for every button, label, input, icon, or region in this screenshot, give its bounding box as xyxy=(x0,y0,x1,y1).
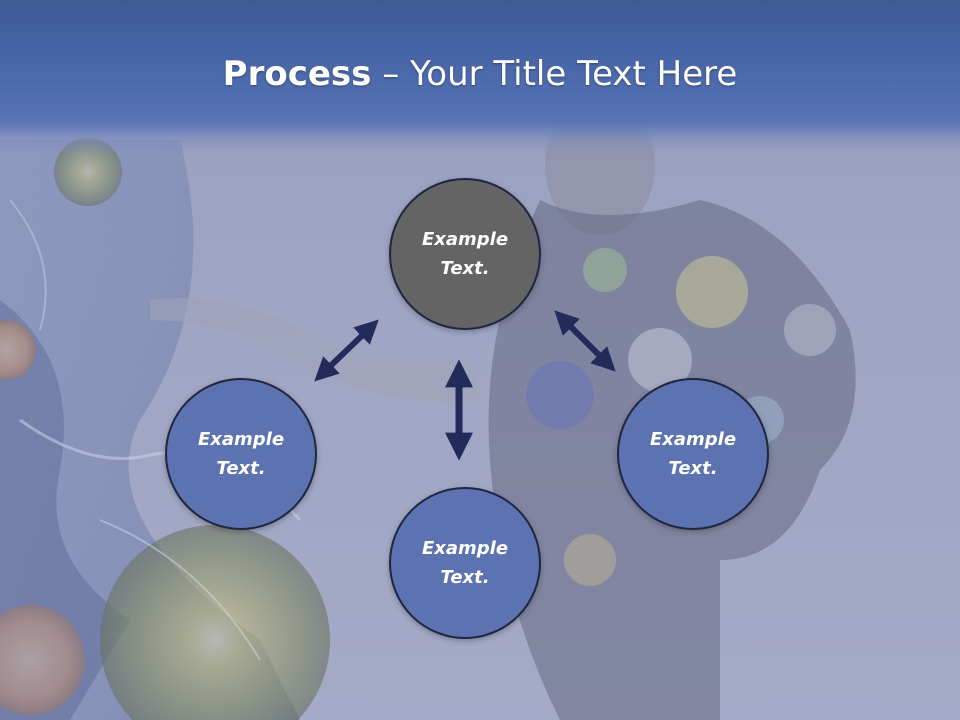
node-top: Example Text. xyxy=(389,178,541,330)
title-bold: Process xyxy=(222,54,372,94)
kiwi-slice-icon xyxy=(100,525,330,720)
page-title: Process – Your Title Text Here xyxy=(0,52,960,96)
node-bottom-label: Example Text. xyxy=(421,538,509,588)
node-right: Example Text. xyxy=(617,378,769,530)
orange-slice-icon xyxy=(0,605,85,715)
title-band xyxy=(0,0,960,155)
node-left-label: Example Text. xyxy=(197,429,285,479)
kiwi-slice-icon xyxy=(54,138,122,206)
node-top-label: Example Text. xyxy=(421,229,509,279)
orange-slice-icon xyxy=(0,320,36,380)
node-right-label: Example Text. xyxy=(649,429,737,479)
node-left: Example Text. xyxy=(165,378,317,530)
node-bottom: Example Text. xyxy=(389,487,541,639)
title-separator: – xyxy=(371,54,411,94)
title-rest: Your Title Text Here xyxy=(410,54,738,94)
